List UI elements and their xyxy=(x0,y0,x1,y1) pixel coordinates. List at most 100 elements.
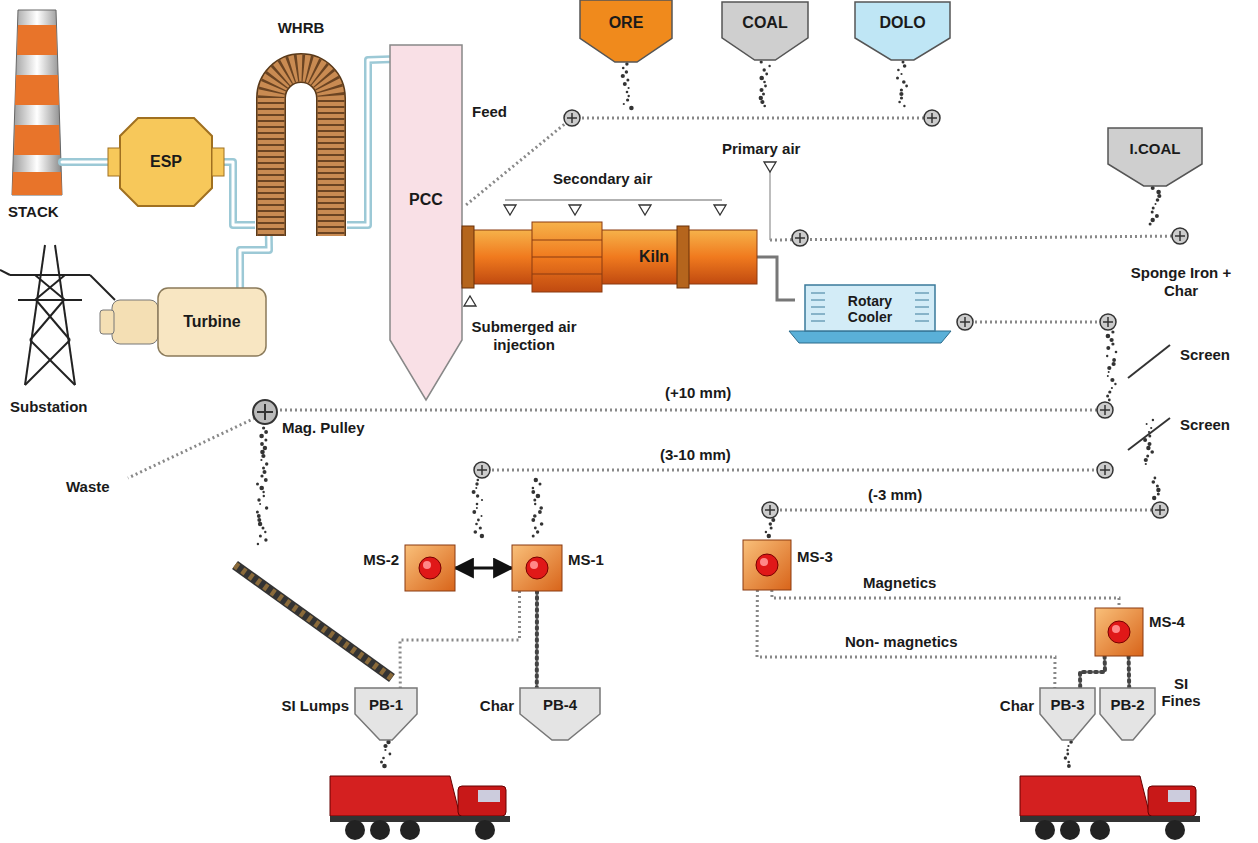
magnetic-pulley xyxy=(253,400,277,424)
product-bin-shape xyxy=(355,688,417,740)
illustration-part xyxy=(1155,203,1157,205)
illustration-part xyxy=(259,486,264,491)
illustration-part xyxy=(639,205,651,215)
illustration-part xyxy=(18,299,82,301)
illustration-part xyxy=(504,205,516,215)
illustration-part xyxy=(540,522,544,526)
flow-connector xyxy=(455,567,512,570)
illustration-part xyxy=(36,300,70,340)
illustration-part xyxy=(476,503,479,506)
magnetic-separator-shape xyxy=(405,545,455,591)
illustration-part xyxy=(1168,790,1190,802)
illustration-part xyxy=(1066,749,1068,751)
illustration-part xyxy=(1066,753,1069,756)
illustration-part xyxy=(1067,761,1070,764)
magnetic-separator-shape xyxy=(530,561,538,569)
illustration-part xyxy=(476,494,479,497)
product-bin-shape xyxy=(1100,688,1155,740)
rotary-cooler-shape xyxy=(811,293,825,294)
magnetic-separator-shape xyxy=(1095,608,1143,656)
illustration-part xyxy=(475,487,477,489)
illustration-part xyxy=(1110,338,1114,342)
rotary-kiln-shape xyxy=(532,222,602,292)
injection-coal-bin-shape xyxy=(1108,128,1202,186)
flow-connector xyxy=(757,590,1055,688)
node-heading: Char xyxy=(480,697,514,714)
product-bin-shape xyxy=(520,688,600,740)
illustration-part xyxy=(1064,756,1067,759)
illustration-part xyxy=(964,317,966,327)
illustration-part xyxy=(902,61,905,64)
illustration-part xyxy=(572,117,932,120)
illustration-part xyxy=(899,92,903,96)
illustration-part xyxy=(14,125,60,155)
node-heading: MS-3 xyxy=(797,548,833,565)
magnetic-separator-shape xyxy=(405,545,455,591)
illustration-part xyxy=(965,321,1108,324)
illustration-part xyxy=(1156,485,1159,488)
flow-connector xyxy=(240,236,269,288)
illustration-part xyxy=(767,534,771,538)
illustration-part xyxy=(1060,820,1080,840)
node-label: Rotary Cooler xyxy=(831,293,909,325)
flow-connector xyxy=(400,591,520,688)
ore-bin-shape xyxy=(580,0,672,62)
rotary-cooler-shape xyxy=(789,331,951,343)
node-heading: MS-4 xyxy=(1149,613,1185,630)
illustration-part xyxy=(482,469,1105,472)
illustration-part xyxy=(764,162,776,172)
illustration-part xyxy=(536,530,539,533)
illustration-part xyxy=(905,85,908,88)
magnetic-separator-shape xyxy=(423,561,431,569)
illustration-part xyxy=(35,275,65,300)
illustration-part xyxy=(531,490,535,494)
node-heading: MS-1 xyxy=(568,551,604,568)
product-bin-shape xyxy=(355,688,417,740)
illustration-part xyxy=(258,522,262,526)
illustration-part xyxy=(263,446,267,450)
illustration-part xyxy=(1106,334,1111,339)
illustration-part xyxy=(458,786,506,816)
illustration-part xyxy=(762,93,765,96)
illustration-part xyxy=(345,820,365,840)
illustration-part xyxy=(1148,431,1150,433)
illustration-part xyxy=(534,478,538,482)
magnetic-separator: MS-4 xyxy=(1095,608,1143,656)
illustration-part xyxy=(1100,314,1116,330)
illustration-part xyxy=(534,503,536,505)
illustration-part xyxy=(760,60,763,63)
illustration-part xyxy=(623,82,627,86)
illustration-part xyxy=(770,509,1160,512)
dolo-bin-shape xyxy=(855,2,950,60)
flow-connector xyxy=(347,59,390,225)
illustration-part xyxy=(235,565,392,678)
rotary-kiln-shape xyxy=(462,230,757,284)
illustration-part xyxy=(262,426,265,429)
process-label: Screen xyxy=(1180,346,1230,364)
node-label: PB-2 xyxy=(1110,696,1144,713)
illustration-part xyxy=(474,530,478,534)
illustration-part xyxy=(1067,764,1071,768)
illustration-part xyxy=(382,757,385,760)
illustration-part xyxy=(260,442,264,446)
screens xyxy=(1128,345,1170,450)
illustration-part xyxy=(625,62,628,65)
illustration-part xyxy=(55,245,75,385)
illustration-part xyxy=(903,64,907,68)
illustration-part xyxy=(389,753,392,756)
illustration-part xyxy=(765,531,767,533)
illustration-part xyxy=(769,172,770,240)
flow-connector xyxy=(1128,656,1130,688)
illustration-part xyxy=(1156,488,1160,492)
magnetic-separator-shape xyxy=(512,545,562,591)
illustration-part xyxy=(264,478,268,482)
illustration-part xyxy=(1156,198,1160,202)
illustration-part xyxy=(259,434,264,439)
illustration-part xyxy=(1152,496,1156,500)
illustration-part xyxy=(1067,745,1069,747)
illustration-part xyxy=(263,495,265,497)
illustration-part xyxy=(792,230,808,246)
rotary-kiln-shape xyxy=(532,274,602,275)
injection-coal-bin: I.COAL xyxy=(1108,128,1202,186)
product-bin-shape xyxy=(520,688,600,740)
